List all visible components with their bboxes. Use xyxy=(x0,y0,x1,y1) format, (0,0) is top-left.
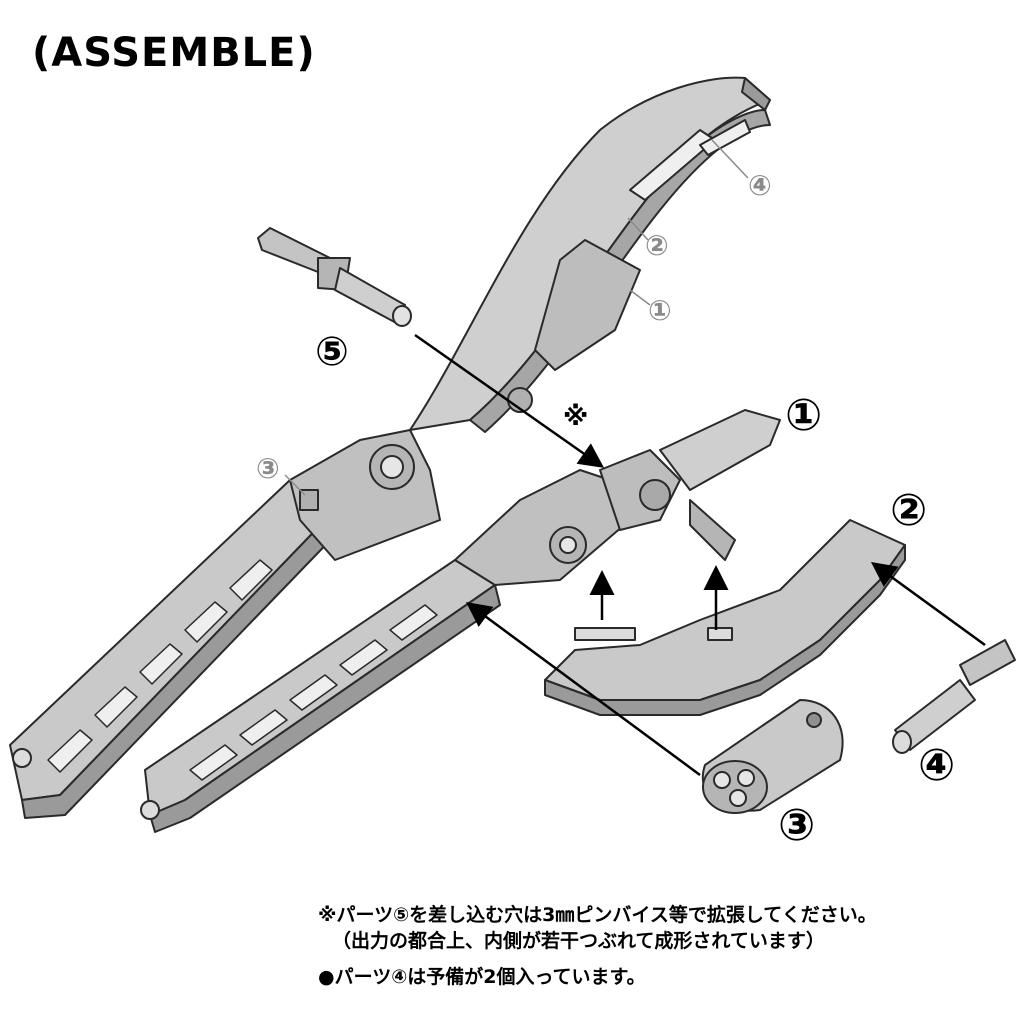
assembly-notes: ※パーツ⑤を差し込む穴は3㎜ピンバイス等で拡張してください。 （出力の都合上、内… xyxy=(318,902,877,990)
part-3-cylinder xyxy=(701,699,844,814)
assembly-arrows xyxy=(284,139,986,777)
part-4-pin xyxy=(892,639,1016,754)
part-5-pin xyxy=(257,227,412,327)
arrow-part3-to-frame xyxy=(465,602,701,777)
arrow-part4-to-shell xyxy=(870,562,986,647)
label-part2: ② xyxy=(890,485,927,536)
part-1-frame xyxy=(140,409,781,833)
arrow-part5-to-frame xyxy=(414,333,605,468)
label-part1: ① xyxy=(785,390,822,441)
assembled-grip xyxy=(534,239,641,371)
label-part5: ⑤ xyxy=(315,329,349,375)
gray-label-part2: ② xyxy=(645,229,669,262)
gray-label-part1: ① xyxy=(648,294,672,327)
assembled-weapon xyxy=(9,76,771,819)
label-part4: ④ xyxy=(918,740,955,791)
page-title: (ASSEMBLE) xyxy=(32,30,316,76)
note-line-3: ●パーツ④は予備が2個入っています。 xyxy=(318,966,646,988)
label-part3: ③ xyxy=(778,800,815,851)
asterisk-mark: ※ xyxy=(563,402,588,432)
part-labels: ⑤ ① ② ③ ④ ※ ① ② ④ ③ xyxy=(256,169,955,851)
note-line-2: （出力の都合上、内側が若干つぶれて成形されています） xyxy=(332,930,825,952)
gray-label-part3: ③ xyxy=(256,452,280,485)
note-line-1: ※パーツ⑤を差し込む穴は3㎜ピンバイス等で拡張してください。 xyxy=(318,904,877,926)
gray-label-part4: ④ xyxy=(748,169,772,202)
part-2-shell xyxy=(544,519,906,716)
